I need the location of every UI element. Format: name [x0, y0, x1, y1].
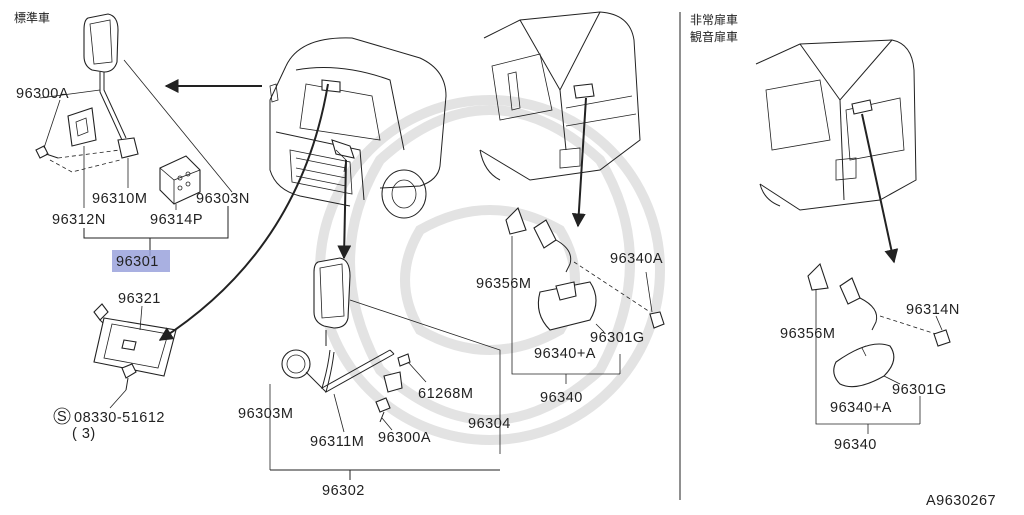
label-96340A: 96340A	[610, 251, 663, 267]
figure-code: A9630267	[926, 493, 996, 509]
label-96303N: 96303N	[196, 191, 250, 207]
circled-s-symbol: S	[57, 409, 67, 425]
variant-label-double-door: 観音扉車	[690, 29, 738, 44]
side-mirror-assembly	[35, 13, 233, 256]
label-96356M-mid: 96356M	[476, 276, 531, 292]
label-96340plusA-right: 96340+A	[830, 400, 892, 416]
label-96301G-mid: 96301G	[590, 330, 645, 346]
variant-label-emergency-door: 非常扉車	[690, 13, 738, 27]
arrow-to-room-mirror-right	[861, 113, 899, 264]
label-96310M: 96310M	[92, 191, 147, 207]
label-96321: 96321	[118, 291, 161, 307]
room-mirror-assembly-right	[807, 262, 951, 434]
label-61268M: 61268M	[418, 386, 473, 402]
watermark-crest	[315, 95, 665, 445]
label-08330-qty: ( 3)	[72, 426, 96, 442]
label-96304: 96304	[468, 416, 511, 432]
under-mirror-assembly	[53, 303, 177, 425]
label-96340-mid: 96340	[540, 390, 583, 406]
label-96300A-top: 96300A	[16, 86, 69, 102]
label-96314P: 96314P	[150, 212, 203, 228]
standard-vehicle-label: 標準車	[14, 10, 50, 25]
arrow-to-room-mirror-mid	[571, 97, 587, 228]
vehicle-rear-view-variant	[755, 39, 917, 211]
label-96301G-right: 96301G	[892, 382, 947, 398]
label-96312N: 96312N	[52, 212, 106, 228]
label-96356M-right: 96356M	[780, 326, 835, 342]
label-96301: 96301	[116, 254, 159, 270]
label-96302: 96302	[322, 483, 365, 499]
room-mirror-assembly-mid	[505, 207, 665, 384]
label-96311M: 96311M	[310, 434, 364, 450]
label-96340plusA-mid: 96340+A	[534, 346, 596, 362]
label-96300A-mid: 96300A	[378, 430, 431, 446]
arrow-to-under-mirror	[158, 83, 329, 341]
highlight-96301	[112, 250, 170, 272]
label-96303M: 96303M	[238, 406, 293, 422]
label-96340-right: 96340	[834, 437, 877, 453]
arrow-to-fender-mirror	[337, 159, 352, 260]
label-96314N: 96314N	[906, 302, 960, 318]
fender-mirror-assembly	[269, 257, 501, 480]
label-08330-51612: 08330-51612	[74, 410, 165, 426]
vehicle-rear-view-standard	[479, 11, 641, 181]
vehicle-front-view	[269, 37, 447, 219]
